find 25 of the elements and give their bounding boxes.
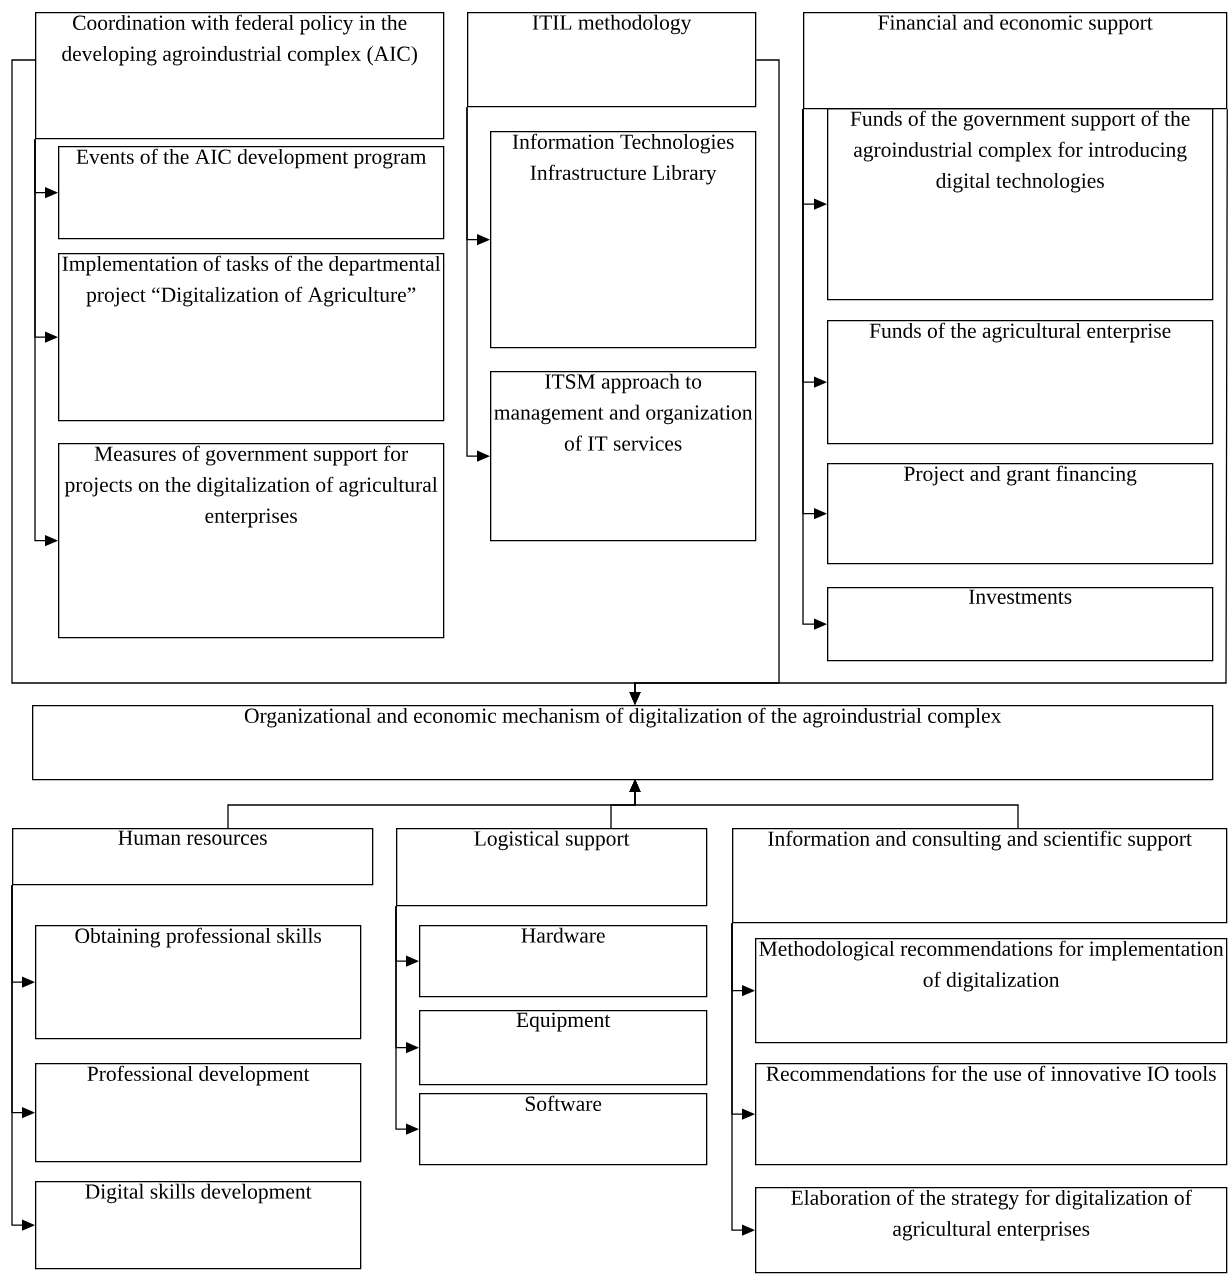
item-box: Professional development xyxy=(35,1063,362,1163)
item-box: Investments xyxy=(827,587,1214,662)
item-box: Implementation of tasks of the departmental project “Digitalization of Agriculture” xyxy=(58,253,445,422)
group-header-box: ITIL methodology xyxy=(467,12,757,108)
item-box: ITSM approach to management and organization of IT services xyxy=(490,371,757,542)
group-header-box: Logistical support xyxy=(396,828,708,907)
item-box: Obtaining professional skills xyxy=(35,925,362,1040)
item-box: Project and grant financing xyxy=(827,463,1214,565)
item-box: Elaboration of the strategy for digitalization of agricultural enterprises xyxy=(755,1187,1228,1274)
group-header-box: Coordination with federal policy in the developing agroindustrial complex (AIC) xyxy=(35,12,445,140)
item-box: Events of the AIC development program xyxy=(58,146,445,240)
item-box: Information Technologies Infrastructure Library xyxy=(490,131,757,349)
item-box: Recommendations for the use of innovative IO tools xyxy=(755,1063,1228,1166)
item-box: Software xyxy=(419,1093,708,1166)
item-box: Measures of government support for projects on the digitalization of agricultural enterprises xyxy=(58,443,445,639)
item-box: Digital skills development xyxy=(35,1181,362,1270)
group-header-box: Information and consulting and scientific support xyxy=(732,828,1228,924)
item-box: Funds of the government support of the agroindustrial complex for introducing digital technologies xyxy=(827,108,1214,301)
group-header-box: Financial and economic support xyxy=(803,12,1228,110)
group-header-box: Human resources xyxy=(12,828,374,886)
item-box: Funds of the agricultural enterprise xyxy=(827,320,1214,445)
item-box: Equipment xyxy=(419,1010,708,1086)
item-box: Hardware xyxy=(419,925,708,998)
central-box: Organizational and economic mechanism of digitalization of the agroindustrial complex xyxy=(32,705,1214,781)
item-box: Methodological recommendations for implementation of digitalization xyxy=(755,938,1228,1044)
